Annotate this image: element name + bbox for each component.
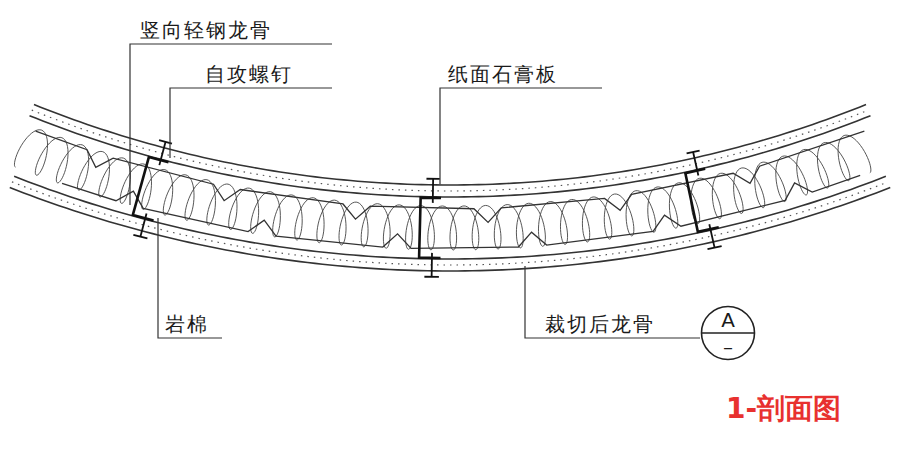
caption: 1-剖面图 [726, 393, 841, 425]
screw [432, 179, 434, 203]
screw-head [424, 276, 438, 278]
steel-stud [419, 198, 441, 258]
steel-stud [685, 169, 718, 232]
screw [693, 152, 698, 175]
steel-stud [133, 157, 169, 220]
leader-line [170, 88, 332, 158]
screw-head [426, 178, 439, 180]
part-label: 裁切后龙骨 [545, 312, 655, 336]
leader-line [158, 218, 222, 338]
leader-line [130, 44, 332, 205]
rock-wool [14, 130, 870, 250]
section-symbol: A– [700, 305, 756, 361]
screw [431, 253, 433, 277]
symbol-text: A [700, 305, 756, 331]
part-label: 竖向轻钢龙骨 [140, 18, 272, 42]
screw [709, 224, 714, 247]
screw-head [707, 246, 721, 249]
cut-stud [36, 131, 865, 222]
part-label: 纸面石膏板 [448, 62, 558, 86]
symbol-text: – [700, 331, 756, 358]
screw-head [687, 151, 700, 154]
screw [140, 213, 146, 236]
screw [159, 142, 165, 165]
part-label: 自攻螺钉 [205, 62, 293, 86]
leader-line [525, 266, 700, 338]
board-edge [34, 105, 866, 185]
board-edge [30, 116, 871, 197]
screw-head [133, 235, 147, 239]
cut-stud [62, 175, 860, 248]
leader-line [440, 88, 602, 184]
part-label: 岩棉 [165, 312, 209, 336]
